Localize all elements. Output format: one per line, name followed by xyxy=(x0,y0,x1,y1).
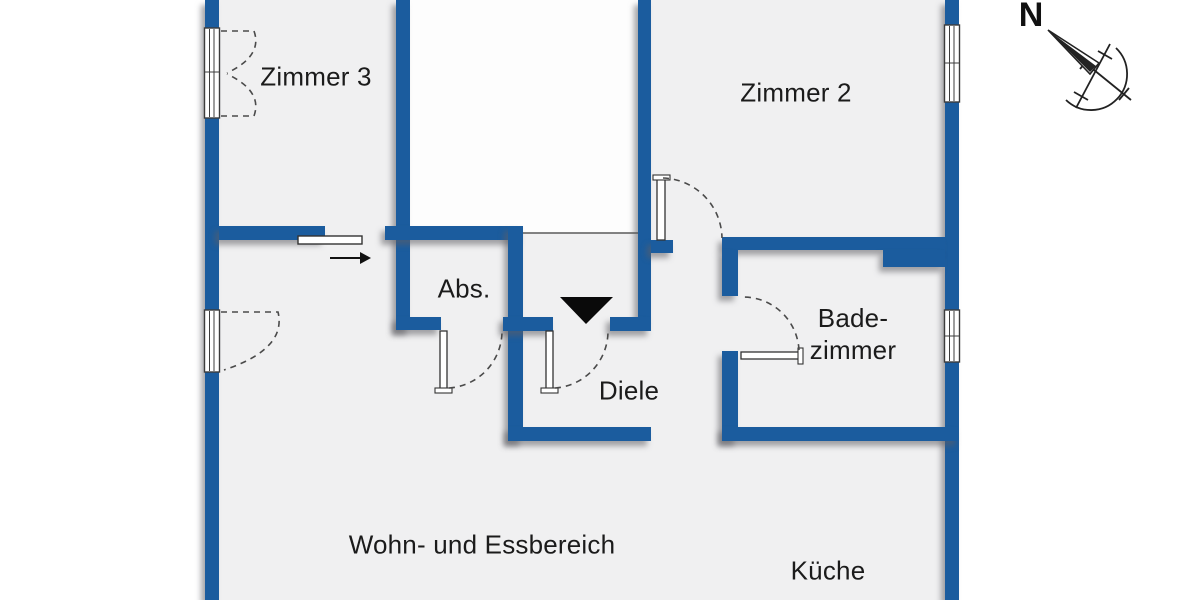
door-leaf xyxy=(656,177,666,241)
window-swing-arc xyxy=(221,311,280,371)
window-zimmer3 xyxy=(203,27,257,119)
wall-zimmer3-right xyxy=(396,0,410,330)
wall-abstellraum-top xyxy=(385,226,523,240)
wall-left-exterior xyxy=(205,0,219,600)
wall-right-exterior xyxy=(945,0,959,600)
door-leaf xyxy=(545,330,554,392)
window-swing-arc xyxy=(221,73,257,117)
wall-abstellraum-bottom xyxy=(396,317,441,330)
window-zimmer2 xyxy=(943,24,961,103)
room-label-zimmer3: Zimmer 3 xyxy=(260,61,372,92)
sliding-direction-arrow-icon xyxy=(330,252,371,264)
door-swing-arc xyxy=(448,331,503,389)
window-swing-arc xyxy=(221,30,257,74)
sliding-door xyxy=(297,235,371,264)
wall-badezimmer-left-upper xyxy=(722,250,738,296)
door-swing-arc xyxy=(741,296,800,351)
room-label-diele: Diele xyxy=(598,375,660,406)
door-entrance xyxy=(540,330,609,394)
door-badezimmer xyxy=(740,296,804,365)
wall-badezimmer-top xyxy=(722,237,945,250)
wall-entrance-stub-left xyxy=(503,317,553,331)
compass-icon: N xyxy=(1019,0,1132,111)
room-label-badezimmer-line1: Bade- xyxy=(817,303,889,333)
wall-diele-bottom xyxy=(508,427,651,441)
room-label-wohn-essbereich: Wohn- und Essbereich xyxy=(348,529,616,560)
stairwell-area xyxy=(410,0,638,233)
wall-diele-left xyxy=(508,226,523,441)
room-label-badezimmer: Bade- zimmer xyxy=(810,302,896,366)
wall-badezimmer-bottom xyxy=(722,427,959,441)
door-leaf xyxy=(439,330,448,392)
wall-chimney-block xyxy=(883,250,945,267)
room-label-badezimmer-line2: zimmer xyxy=(809,335,897,365)
window-wohnbereich xyxy=(203,309,280,373)
wall-badezimmer-left-lower xyxy=(722,351,738,441)
room-label-abstellraum: Abs. xyxy=(437,273,491,304)
door-abstellraum xyxy=(434,330,503,394)
entrance-marker-icon xyxy=(560,297,613,324)
room-label-zimmer2: Zimmer 2 xyxy=(740,77,852,108)
wall-entrance-stub-right xyxy=(610,317,651,331)
wall-zimmer2-door-stub xyxy=(651,240,673,253)
door-swing-arc xyxy=(662,177,723,239)
window-badezimmer xyxy=(943,309,961,363)
door-zimmer2 xyxy=(652,174,723,241)
door-leaf xyxy=(740,351,802,360)
wall-stairwell-right xyxy=(638,0,651,320)
compass-north-label: N xyxy=(1019,0,1044,34)
room-label-kueche: Küche xyxy=(790,555,866,586)
compass-needle-fill xyxy=(1048,30,1096,72)
